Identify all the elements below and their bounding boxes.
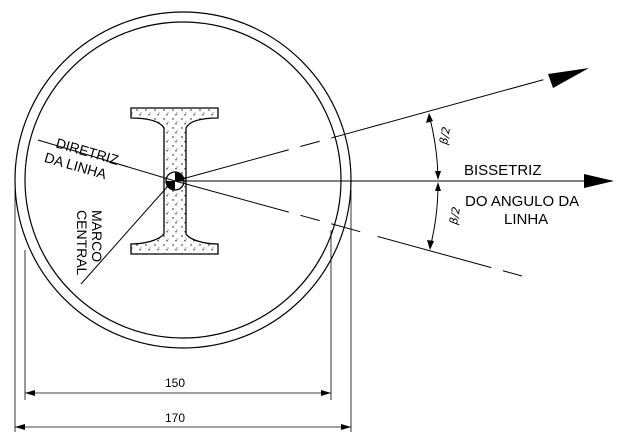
beta-half-upper: β/2	[437, 126, 453, 147]
marco-leader	[80, 185, 169, 285]
outer-circle	[14, 11, 352, 349]
angle-arc-upper	[428, 114, 439, 179]
angle-arc-lower	[429, 183, 439, 249]
alignment-line-upper	[174, 70, 576, 182]
dimension-150-label: 150	[165, 376, 185, 390]
beta-half-lower: β/2	[447, 206, 463, 227]
marco-label-1: MARCO	[89, 210, 105, 262]
inner-circle	[24, 21, 342, 339]
dimension-150	[24, 230, 332, 400]
bissetriz-label-1: BISSETRIZ	[464, 162, 542, 179]
arrowhead-upper	[548, 68, 589, 88]
arrowhead-bissetriz	[584, 174, 614, 188]
bissetriz-label-2: DO ANGULO DA	[465, 193, 579, 210]
diretriz-line-dashed	[174, 180, 523, 277]
marco-label-2: CENTRAL	[74, 210, 90, 276]
dimension-170	[14, 190, 352, 432]
dimension-170-label: 170	[165, 411, 185, 425]
bissetriz-label-3: LINHA	[504, 211, 548, 228]
diretriz-line	[37, 139, 176, 182]
